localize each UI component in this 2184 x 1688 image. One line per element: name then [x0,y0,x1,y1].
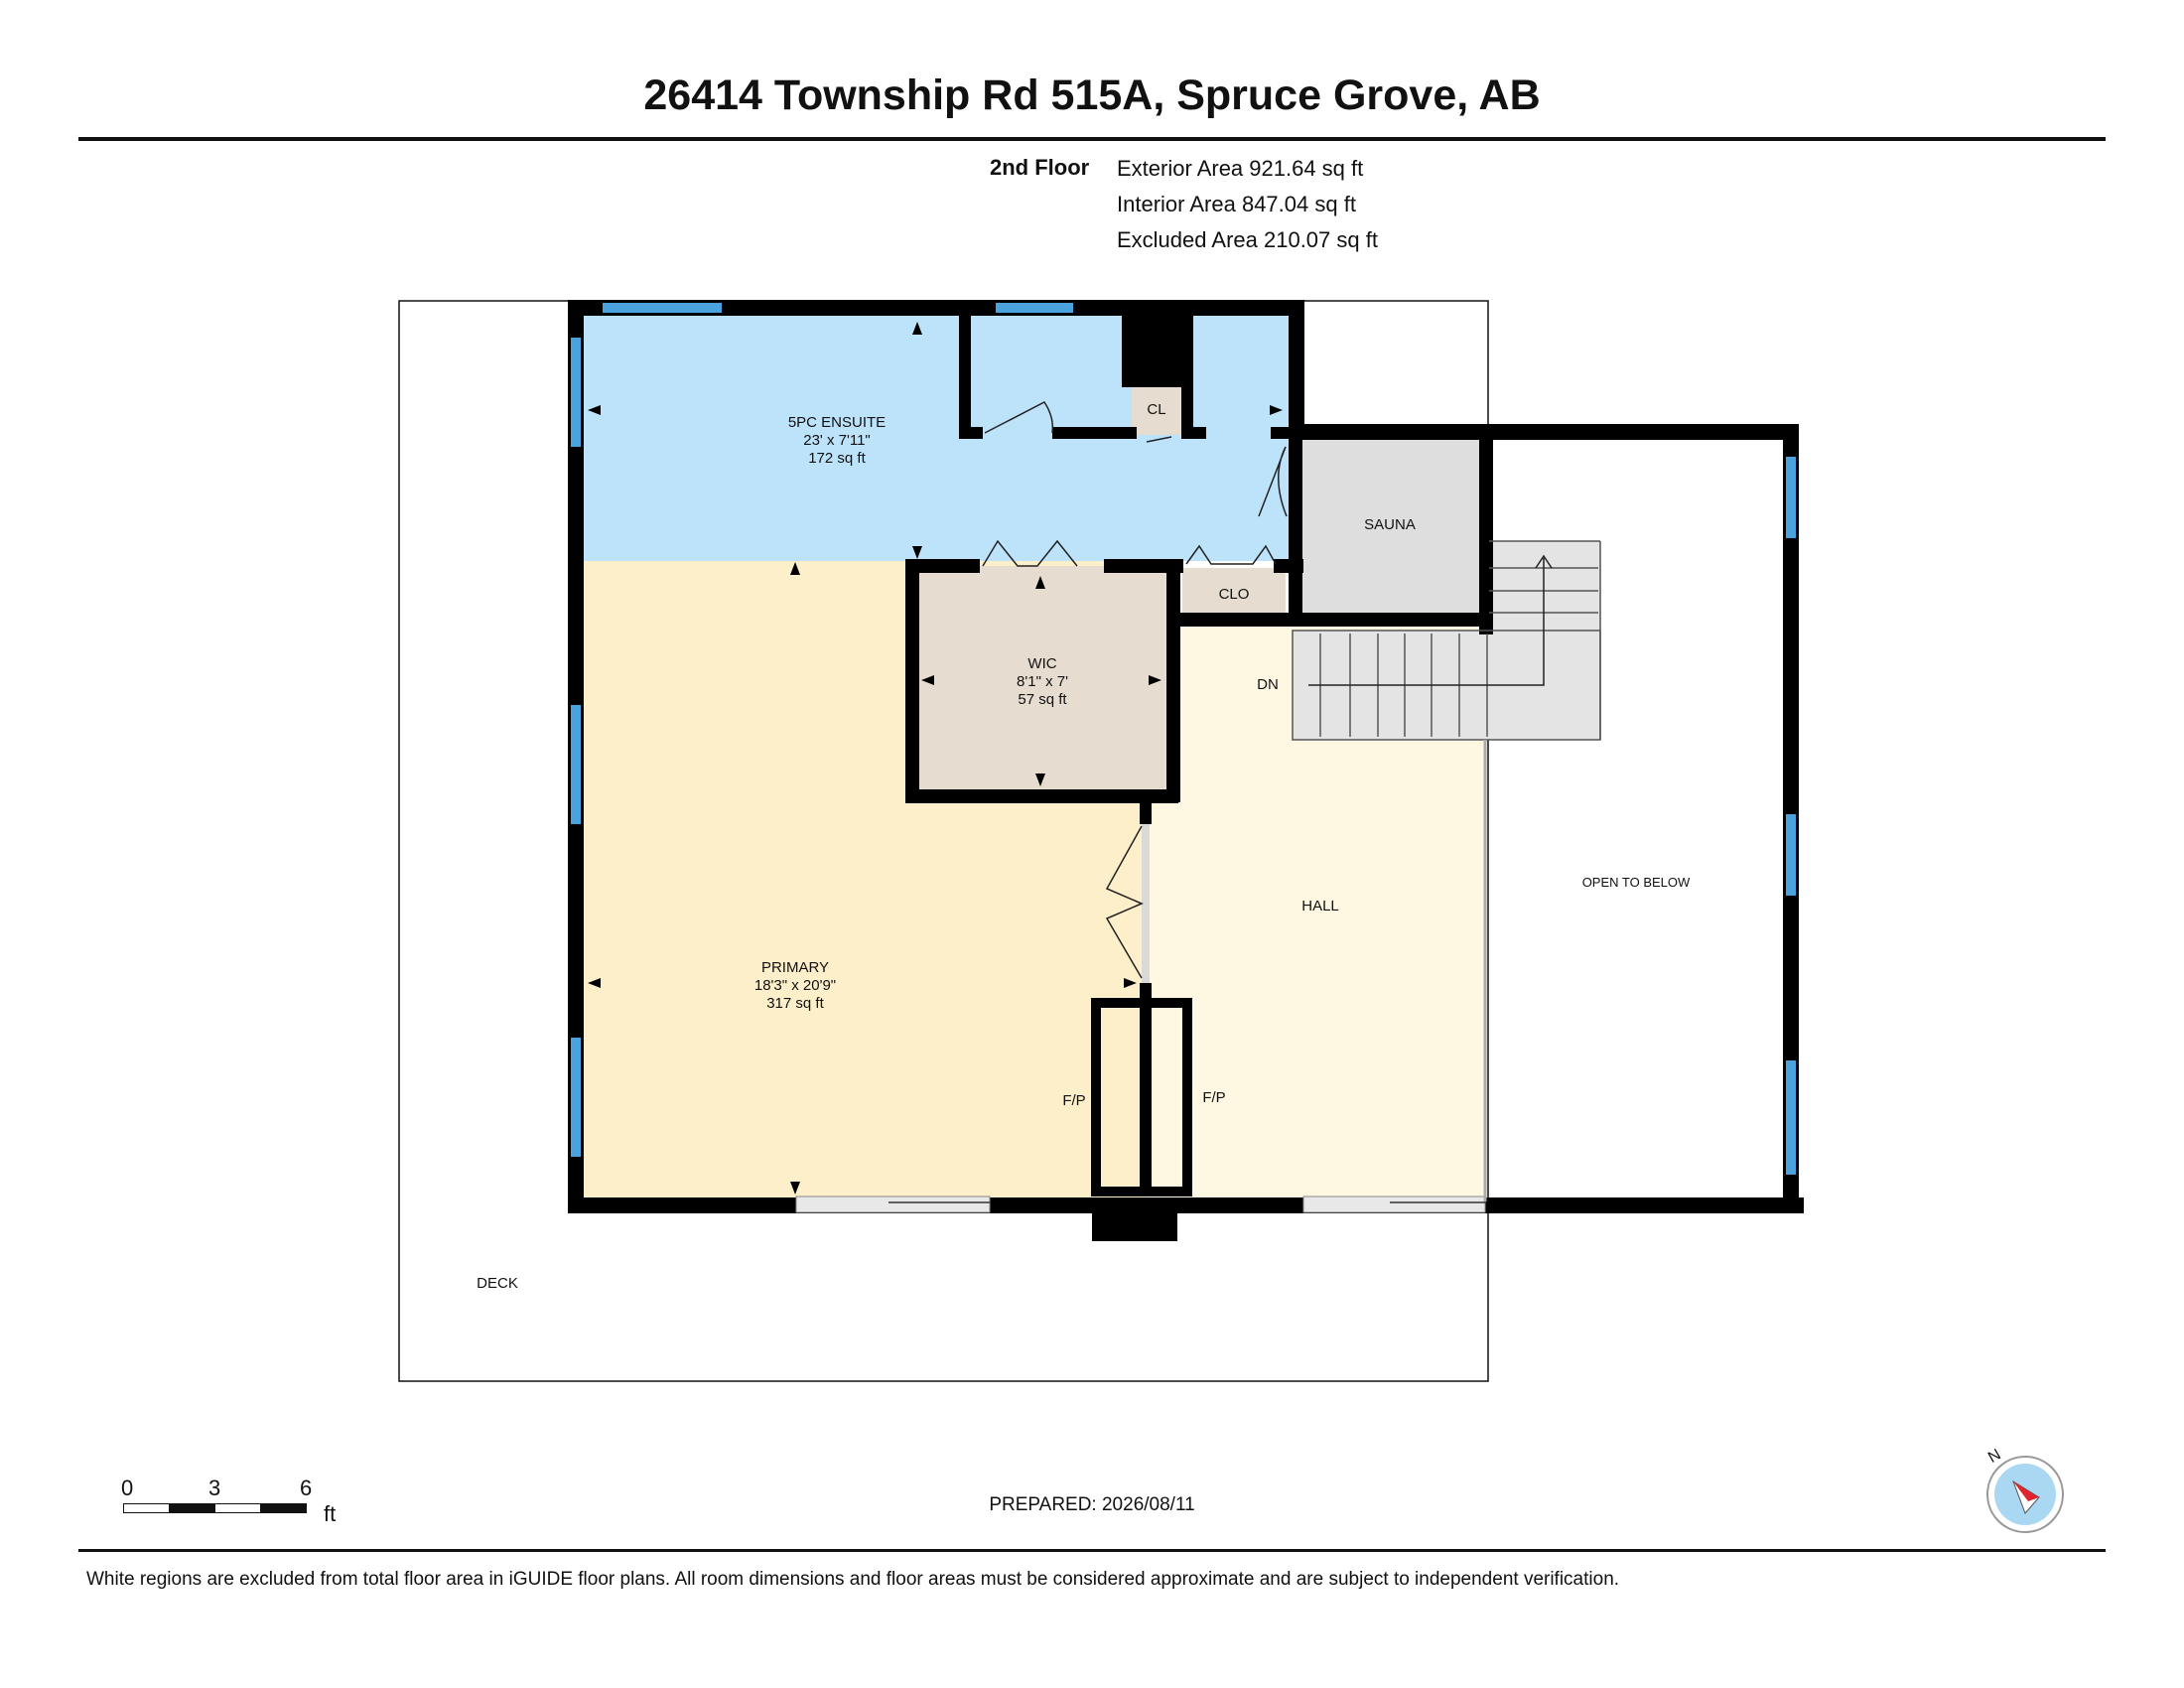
clo-bifold [1185,544,1277,565]
wic-arrow-up [1035,576,1045,589]
ensuite-arrow-right [1270,405,1283,415]
wall-sauna-east [1479,424,1493,634]
scale-tick-3: 3 [208,1476,221,1500]
window-e3 [1786,1060,1796,1175]
scale-tick-6: 6 [300,1476,313,1500]
cl-door-swing [1146,436,1172,443]
hall-label: HALL [1301,898,1339,914]
deck-label: DECK [477,1275,518,1292]
wic-arrow-left [921,675,934,685]
title-divider [78,137,2106,141]
stair-direction [1308,554,1553,686]
cl-fill [1132,387,1181,435]
primary-arrow-down [790,1182,800,1195]
clo-label: CLO [1219,586,1250,603]
disclaimer: White regions are excluded from total fl… [86,1569,1620,1590]
wall-wic-east [1166,559,1180,802]
wic-bifold [982,539,1078,567]
wic-fill [910,566,1172,799]
scale-unit: ft [324,1501,337,1526]
scale-segment-4 [260,1503,307,1513]
wall-wic-south [905,789,1178,803]
slider-door-right [1302,1196,1486,1213]
prepared-date: PREPARED: 2026/08/11 [989,1494,1195,1515]
cl-label: CL [1147,401,1165,418]
wall-toilet-south2 [1052,427,1137,439]
dn-label: DN [1257,676,1279,693]
ensuite-area: 172 sq ft [808,450,866,467]
primary-bifold [1105,825,1144,979]
footer-divider [78,1549,2106,1552]
wall-wic-west [905,559,919,802]
sauna-fill [1300,439,1479,613]
wall-chimney [1122,316,1189,387]
ensuite-name: 5PC ENSUITE [788,414,886,431]
wall-toilet-south [959,427,983,439]
fireplace-hearth [1092,1201,1177,1241]
wall-sauna-west [1289,424,1302,623]
window-w3 [571,1038,581,1157]
window-w2 [571,705,581,824]
open-to-below-label: OPEN TO BELOW [1582,875,1691,890]
wall-partition-stub [1140,802,1152,824]
wall-ensuite-east-stub [1271,427,1289,439]
fireplace-left-label: F/P [1062,1092,1085,1109]
wall-wic-north-b [1104,559,1183,573]
wall-sauna-south [1171,613,1493,627]
primary-arrow-right [1124,978,1137,988]
wic-area: 57 sq ft [1018,691,1067,708]
compass-north-label: N [1985,1446,2004,1467]
window-n1 [603,303,722,313]
fireplace-divider [1140,1003,1152,1196]
window-e1 [1786,457,1796,538]
scale-tick-0: 0 [121,1476,134,1500]
wall-open-north [1289,424,1797,440]
primary-dims: 18'3" x 20'9" [754,977,836,994]
ensuite-dims: 23' x 7'11" [803,432,871,449]
compass-icon: N [1985,1446,2064,1533]
floor-label: 2nd Floor [990,155,1090,180]
window-e2 [1786,814,1796,896]
slider-door-left [795,1196,991,1213]
ensuite-arrow-up [912,322,922,335]
ensuite-arrow-down [912,546,922,559]
primary-arrow-up [790,562,800,575]
clo-fill [1182,568,1286,616]
sauna-door-swing [1258,446,1288,517]
fireplace-right-label: F/P [1202,1089,1225,1106]
window-n2 [996,303,1073,313]
sauna-label: SAUNA [1364,516,1416,533]
exterior-area: Exterior Area 921.64 sq ft [1117,156,1364,181]
primary-name: PRIMARY [761,959,829,976]
wic-name: WIC [1027,655,1056,672]
wall-toilet-west [959,316,971,439]
pocket-door [1142,824,1150,983]
wall-cl-south [1181,427,1206,439]
toilet-door-swing [984,401,1054,434]
window-w1 [571,338,581,447]
wall-cl-east [1181,316,1193,439]
ensuite-arrow-left [588,405,601,415]
wall-wic-north-a [905,559,980,573]
primary-arrow-left [588,978,601,988]
wic-dims: 8'1" x 7' [1017,673,1068,690]
excluded-area: Excluded Area 210.07 sq ft [1117,227,1378,252]
wic-arrow-right [1149,675,1161,685]
wall-north [568,300,1304,316]
wall-clo-north-stub [1274,559,1303,573]
wic-arrow-down [1035,774,1045,786]
plan-title: 26414 Township Rd 515A, Spruce Grove, AB [643,71,1541,119]
interior-area: Interior Area 847.04 sq ft [1117,192,1356,216]
wall-ensuite-east [1289,300,1304,439]
primary-area: 317 sq ft [766,995,824,1012]
